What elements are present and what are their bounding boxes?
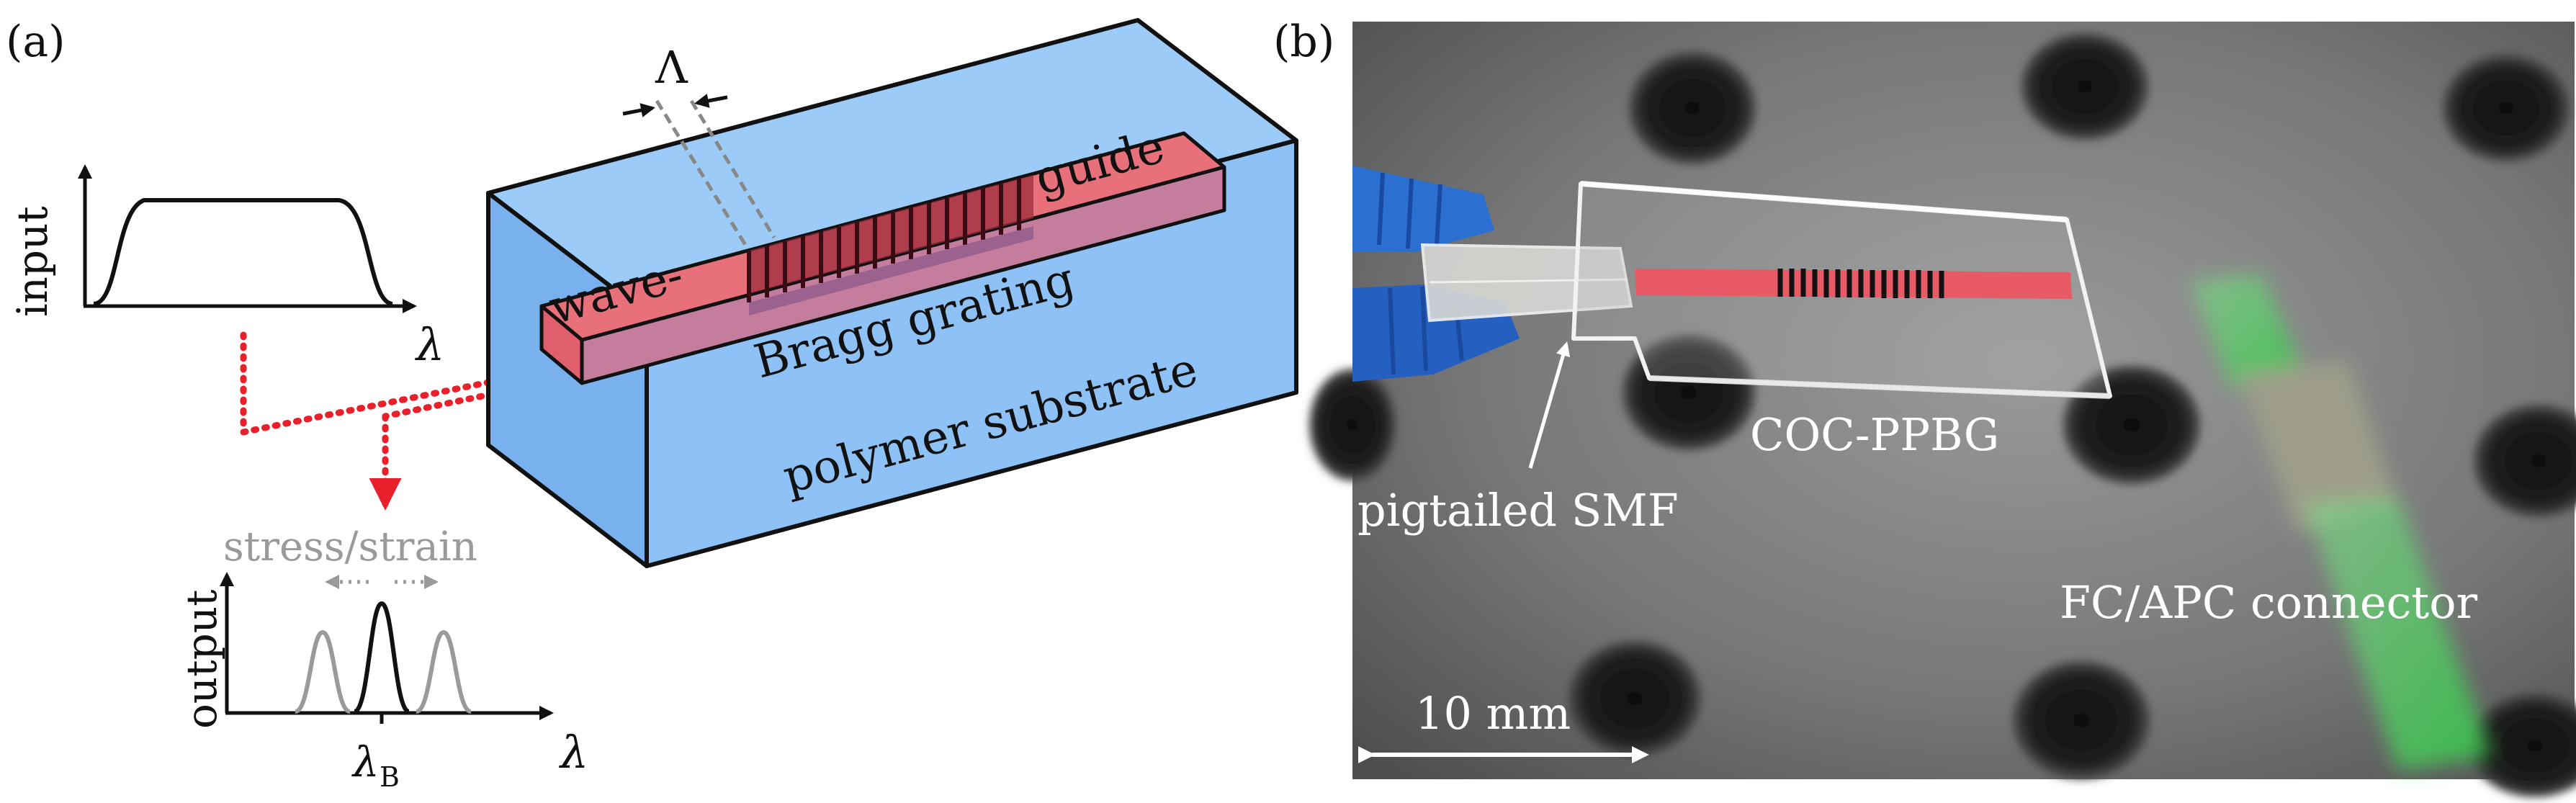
- panel-b: (b): [1273, 17, 2576, 797]
- grating-shadow: [749, 226, 1033, 315]
- chip-grating-marks: [1777, 269, 1944, 298]
- input-path-to-waveguide: [240, 362, 541, 436]
- hole: [1629, 52, 1756, 164]
- scale-bar: 10 mm: [1357, 687, 1649, 763]
- photo: pigtailed SMF COC-PPBG FC/APC connector …: [1309, 22, 2576, 797]
- shifted-peak-right: [415, 629, 472, 714]
- hole: [2469, 694, 2576, 797]
- input-lambda-label: λ: [414, 318, 444, 371]
- hole: [1569, 641, 1701, 756]
- shifted-peak-left: [294, 629, 351, 714]
- coc-chip-edge-highlight: [1580, 181, 2068, 223]
- period-label: Λ: [655, 41, 688, 94]
- bragg-lambda-subscript: B: [380, 761, 400, 793]
- input-spectrum-plot: input λ: [8, 164, 444, 371]
- connector-green-boot-top: [2189, 274, 2305, 389]
- label-coc-ppbg: COC-PPBG: [1750, 408, 1999, 461]
- label-fc-apc-connector: FC/APC connector: [2060, 576, 2478, 629]
- hole: [2021, 33, 2148, 140]
- bragg-grating: [747, 175, 1033, 315]
- chip-waveguide: [1635, 269, 2072, 299]
- pigtail-fiber-core: [1429, 278, 1628, 284]
- fc-apc-connector: [2189, 274, 2492, 771]
- output-lambda-label: λ: [558, 726, 588, 779]
- bragg-lambda-label: λ: [351, 737, 380, 786]
- period-arrow-right: [694, 94, 728, 108]
- input-axis-label: input: [8, 206, 57, 317]
- hole: [2474, 405, 2576, 517]
- coc-chip-bottom-edge: [1648, 375, 2111, 399]
- input-spectrum-curve: [93, 198, 393, 306]
- connector-body: [2240, 360, 2398, 533]
- hole: [1623, 335, 1755, 450]
- label-pigtailed-smf: pigtailed SMF: [1357, 484, 1679, 537]
- output-axis-label: output: [177, 590, 226, 729]
- scale-bar-label: 10 mm: [1415, 687, 1571, 740]
- output-spectrum-plot: stress/strain output λ λ B: [177, 524, 588, 793]
- hole: [1309, 369, 1396, 481]
- panel-a: (a) input λ stress/strain ou: [6, 17, 1298, 793]
- bragg-peak: [353, 601, 410, 714]
- period-indicator: Λ: [622, 41, 776, 246]
- hole: [2013, 661, 2150, 779]
- hole: [2443, 55, 2570, 161]
- clamp-upper-jaw: [1352, 166, 1494, 252]
- fiber-pointer-arrow: [1528, 341, 1571, 469]
- period-arrow-left: [622, 103, 655, 117]
- period-dashed-right: [689, 99, 776, 239]
- connector-green-boot-bottom: [2305, 497, 2492, 771]
- period-dashed-left: [655, 99, 748, 246]
- chip-3d: Λ wave- guide Bragg grating polymer subs…: [486, 18, 1298, 568]
- panel-b-label: (b): [1273, 17, 1334, 67]
- grating-lines: [747, 179, 1021, 302]
- panel-a-label: (a): [6, 17, 66, 67]
- breadboard-holes: [1309, 33, 2576, 797]
- stress-strain-label: stress/strain: [223, 524, 477, 570]
- waveguide-end-face: [539, 304, 584, 385]
